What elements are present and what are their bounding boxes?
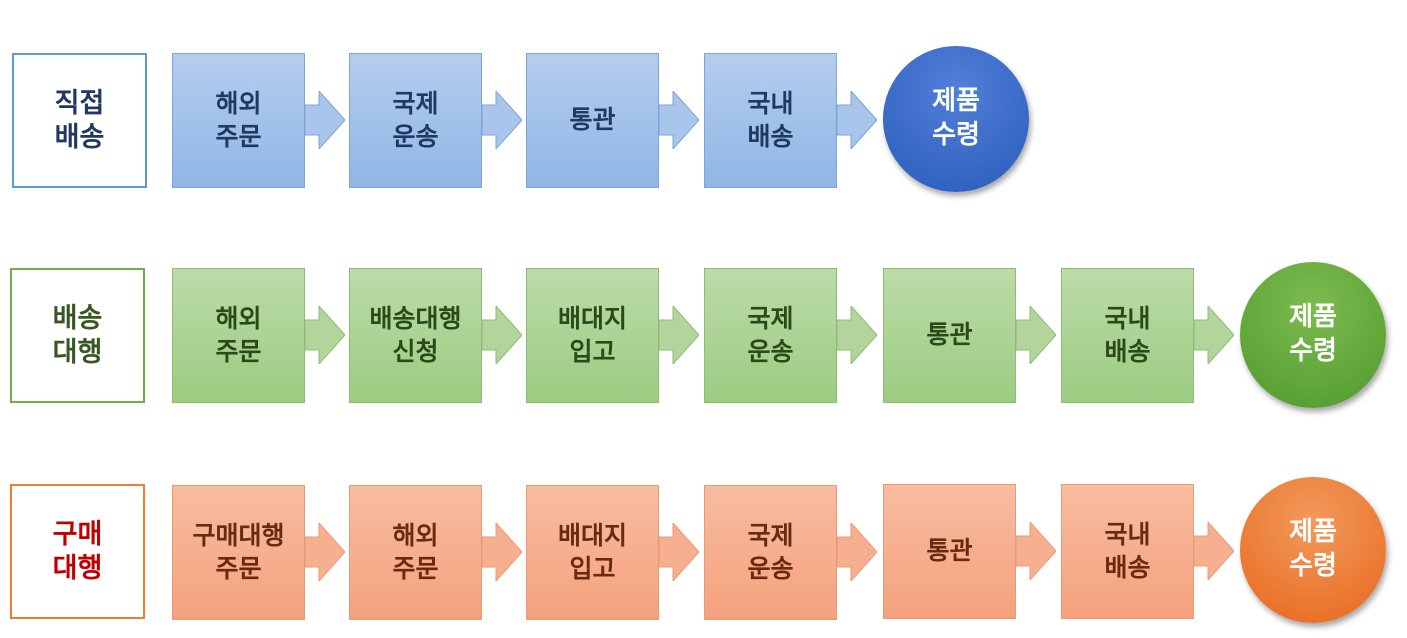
- step-box: 국내 배송: [1061, 268, 1194, 403]
- arrow-right-icon: [1016, 522, 1056, 580]
- end-circle: 제품 수령: [883, 46, 1029, 192]
- arrow-right-icon: [305, 91, 345, 149]
- arrow-right-icon: [837, 523, 877, 581]
- arrow-right-icon: [659, 306, 699, 364]
- step-box: 통관: [526, 53, 659, 188]
- step-box: 배대지 입고: [526, 485, 659, 620]
- step-box: 해외 주문: [172, 268, 305, 403]
- arrow-right-icon: [837, 306, 877, 364]
- arrow-right-icon: [1194, 522, 1234, 580]
- step-box: 통관: [883, 268, 1016, 403]
- arrow-right-icon: [482, 306, 522, 364]
- arrow-right-icon: [659, 91, 699, 149]
- end-circle: 제품 수령: [1240, 477, 1386, 623]
- row-label: 배송 대행: [10, 268, 145, 403]
- arrow-right-icon: [305, 306, 345, 364]
- step-box: 해외 주문: [172, 53, 305, 188]
- end-circle: 제품 수령: [1240, 262, 1386, 408]
- arrow-right-icon: [659, 523, 699, 581]
- step-box: 배송대행 신청: [349, 268, 482, 403]
- arrow-right-icon: [1194, 306, 1234, 364]
- row-label: 구매 대행: [10, 484, 145, 619]
- arrow-right-icon: [305, 523, 345, 581]
- arrow-right-icon: [837, 91, 877, 149]
- arrow-right-icon: [482, 91, 522, 149]
- step-box: 해외 주문: [349, 485, 482, 620]
- step-box: 구매대행 주문: [172, 485, 305, 620]
- arrow-right-icon: [482, 523, 522, 581]
- row-label: 직접 배송: [12, 53, 147, 188]
- arrow-right-icon: [1016, 306, 1056, 364]
- step-box: 국제 운송: [704, 485, 837, 620]
- step-box: 국제 운송: [349, 53, 482, 188]
- step-box: 배대지 입고: [526, 268, 659, 403]
- step-box: 국내 배송: [704, 53, 837, 188]
- step-box: 국내 배송: [1061, 484, 1194, 619]
- step-box: 통관: [883, 484, 1016, 619]
- step-box: 국제 운송: [704, 268, 837, 403]
